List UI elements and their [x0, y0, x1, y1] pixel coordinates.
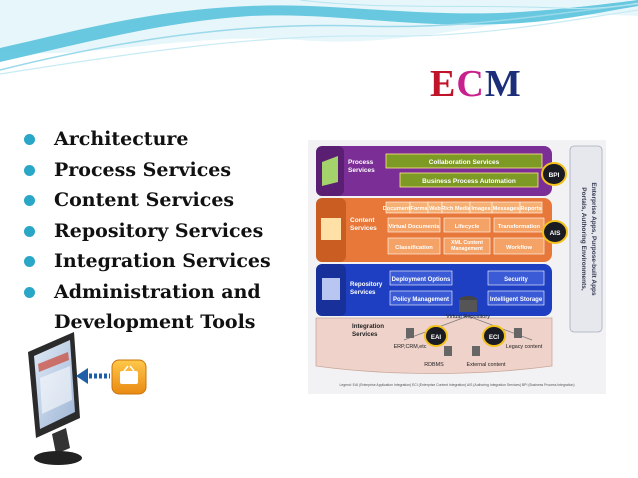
ais-label: AIS	[550, 230, 562, 237]
erp-cylinder-icon	[406, 328, 414, 338]
screen-content	[40, 366, 72, 414]
content-label-1: Content	[350, 217, 375, 224]
wave-band	[0, 0, 638, 62]
bpa-box	[399, 172, 539, 188]
content-box-label: Transformation	[498, 224, 541, 230]
content-icon	[321, 218, 341, 240]
wave-line-3	[299, 0, 638, 9]
integration-label-1: Integration	[352, 323, 384, 330]
tv-icon-screen	[120, 371, 138, 384]
content-boxes: Virtual Documents Lifecycle Transformati…	[387, 217, 545, 255]
content-box-label: XML Content Management	[451, 240, 483, 252]
slide-title: ECM	[430, 62, 522, 106]
content-tab-label: Reports	[520, 206, 541, 212]
wave-line	[0, 3, 638, 71]
repository-label-2: Services	[350, 289, 376, 296]
integration-label-2: Services	[352, 331, 378, 338]
side-panel-label-2: Enterprise Apps, Purpose-built Apps	[590, 182, 597, 296]
content-box	[493, 217, 545, 233]
repository-box	[389, 270, 453, 286]
eci-badge	[482, 325, 506, 347]
content-box-label: Lifecycle	[455, 224, 481, 230]
bpa-label: Business Process Automation	[422, 178, 516, 185]
process-label-2: Services	[348, 167, 375, 174]
content-tab-label: Web	[429, 206, 441, 212]
external-label: External content	[467, 362, 506, 368]
repository-box-label: Policy Management	[393, 297, 449, 303]
bullet-list: Architecture Process Services Content Se…	[20, 124, 271, 338]
content-box-label: Virtual Documents	[388, 224, 439, 230]
side-panel	[569, 145, 603, 333]
bullet-item: Architecture	[20, 124, 271, 155]
content-box	[493, 237, 545, 255]
tv-icon-antenna	[123, 365, 135, 372]
arrow-head-icon	[76, 368, 88, 384]
bullet-item: Repository Services	[20, 216, 271, 247]
diagram-legend: Legend: EAI (Enterprise Application Inte…	[339, 383, 574, 387]
xml-box-text-wrapper: XML Content Management	[451, 240, 483, 252]
content-box	[443, 217, 491, 233]
content-tab-label: Rich Media	[441, 206, 471, 212]
content-box	[387, 217, 441, 233]
bullet-dot	[24, 225, 35, 237]
rdbms-cylinder-icon	[444, 346, 452, 356]
repository-box-label: Security	[504, 277, 528, 283]
repository-box	[487, 270, 545, 286]
bullet-item: Integration Services	[20, 246, 271, 277]
side-panel-label-1: Portals, Authoring Environments,	[580, 187, 587, 291]
monitor-neck	[52, 428, 70, 454]
external-cylinder-icon	[472, 346, 480, 356]
computer-monitor-icon	[28, 332, 147, 465]
bullet-item: Process Services	[20, 155, 271, 186]
repository-box	[389, 290, 453, 306]
process-icon	[322, 156, 338, 186]
wave-line-2	[0, 9, 638, 75]
bpi-label: BPI	[549, 172, 560, 179]
ais-badge	[542, 220, 568, 244]
content-box	[443, 237, 491, 255]
title-letter-m: M	[484, 63, 522, 105]
legacy-cylinder-icon	[514, 328, 522, 338]
bullet-item: Content Services	[20, 185, 271, 216]
bullet-dot	[24, 134, 35, 145]
content-label-2: Services	[350, 225, 377, 232]
eai-badge	[424, 325, 448, 347]
title-letter-e: E	[430, 63, 457, 105]
virtual-repository-label: Virtual Repository	[446, 314, 490, 320]
erp-label: ERP,CRM,etc	[394, 344, 427, 350]
ecm-architecture-diagram: Portals, Authoring Environments, Enterpr…	[308, 140, 606, 394]
monitor-base	[34, 451, 82, 465]
content-box-label: Classification	[395, 245, 433, 251]
rdbms-label: RDBMS	[424, 362, 444, 368]
eai-label: EAI	[431, 334, 442, 341]
repository-box	[487, 290, 545, 306]
bullet-dot	[24, 286, 35, 298]
screen-bar	[38, 352, 69, 372]
content-tabs: Documents Forms Web Rich Media Images Me…	[383, 201, 543, 214]
content-tab-label: Images	[471, 206, 490, 212]
header-wave	[0, 0, 638, 75]
process-label-1: Process	[348, 159, 374, 166]
eci-label: ECI	[489, 334, 500, 341]
content-tab-label: Forms	[410, 206, 427, 212]
virtual-repository-cylinder-body	[459, 300, 477, 312]
repository-icon	[322, 278, 340, 300]
bpi-badge	[541, 162, 567, 186]
repository-box-label: Intelligent Storage	[490, 297, 543, 303]
legacy-label: Legacy content	[506, 344, 543, 350]
collab-services-box	[385, 153, 543, 169]
content-tab	[519, 201, 543, 214]
content-box-label: Workflow	[506, 245, 532, 251]
title-letter-c: C	[456, 63, 485, 105]
bullet-dot	[24, 195, 35, 206]
bullet-dot	[24, 256, 35, 267]
collab-services-label: Collaboration Services	[429, 159, 500, 166]
content-tab-label: Documents	[383, 206, 413, 212]
bullet-dot	[24, 164, 35, 176]
repository-label-1: Repository	[350, 281, 383, 288]
content-tab-label: Messages	[493, 206, 520, 212]
content-box	[387, 237, 441, 255]
repository-box-label: Deployment Options	[392, 277, 451, 283]
